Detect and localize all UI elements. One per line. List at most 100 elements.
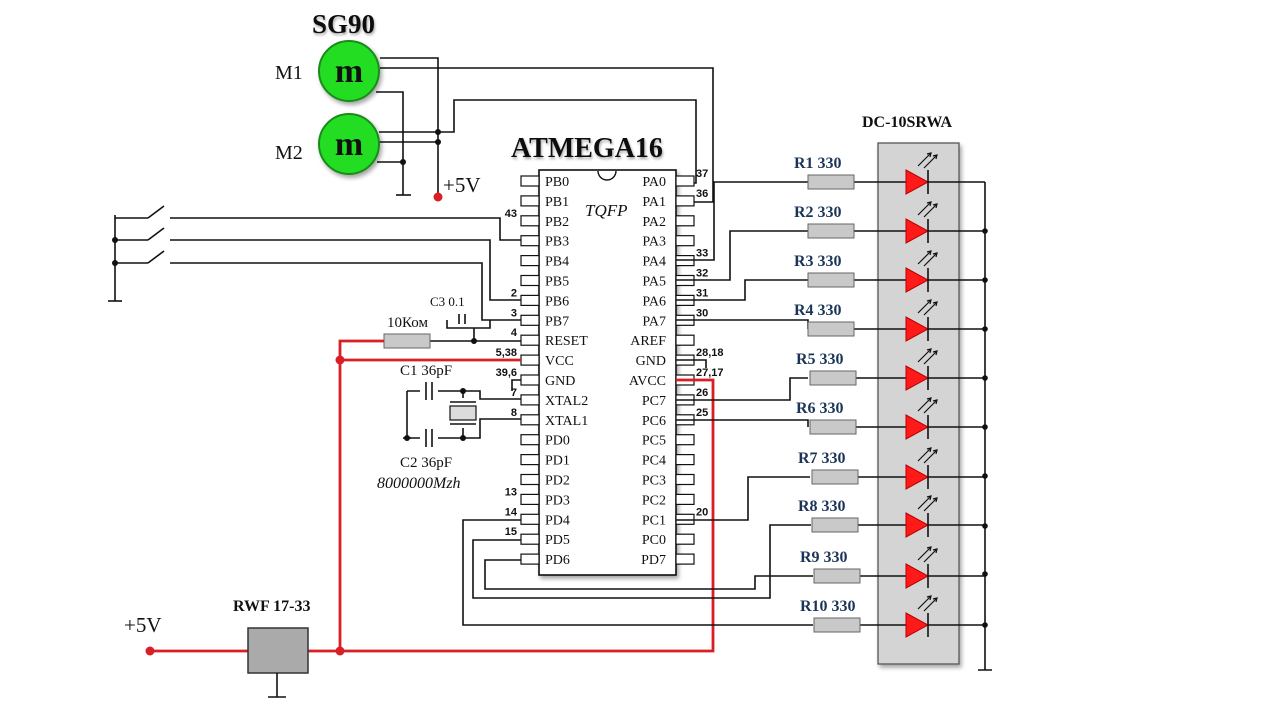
reset-resistor-label: 10Ком xyxy=(387,315,428,331)
led-diode-5 xyxy=(905,365,930,391)
right-pin-number: 26 xyxy=(696,387,708,399)
led-bar-label: DC-10SRWA xyxy=(862,114,953,131)
right-pin-label: PA6 xyxy=(642,294,666,309)
right-pin-label: PC3 xyxy=(642,474,666,489)
motor-m1-symbol: m xyxy=(335,53,363,90)
left-pin-12 xyxy=(520,414,540,426)
left-pin-label: PD6 xyxy=(545,553,570,568)
left-pin-number: 39,6 xyxy=(496,367,517,379)
left-pin-label: PD3 xyxy=(545,493,570,508)
right-pin-label: PC4 xyxy=(642,454,666,469)
right-pin-2 xyxy=(675,215,695,227)
mcu-body xyxy=(538,169,677,576)
left-pin-number: 15 xyxy=(505,526,517,538)
left-pin-10 xyxy=(520,374,540,386)
motor-model-label: SG90 xyxy=(312,9,375,39)
resistor-r9 xyxy=(813,568,861,584)
right-pin-label: PC7 xyxy=(642,394,666,409)
led-emission-arrows xyxy=(917,547,937,563)
resistor-label: R8 330 xyxy=(798,498,846,515)
left-pin-label: PD4 xyxy=(545,513,570,528)
led-signal-wires xyxy=(462,181,813,626)
led-diode-7 xyxy=(905,464,930,490)
mcu: ATMEGA16 TQFP PB0PB1PB243PB3PB4PB5PB62PB… xyxy=(496,133,724,576)
resistor-r4 xyxy=(807,321,855,337)
right-pin-number: 25 xyxy=(696,407,708,419)
motor-m2 xyxy=(318,113,380,175)
right-pin-number: 20 xyxy=(696,506,708,518)
led-arrowheads xyxy=(926,201,938,209)
right-pin-3 xyxy=(675,235,695,247)
left-pin-number: 2 xyxy=(511,287,517,299)
left-pin-1 xyxy=(520,195,540,207)
switch-group xyxy=(108,205,521,321)
right-pin-number: 28,18 xyxy=(696,347,724,359)
motor-supply-label: +5V xyxy=(443,173,481,197)
resistor-r1 xyxy=(807,174,855,190)
resistor-label: R2 330 xyxy=(794,204,842,221)
left-pin-7 xyxy=(520,314,540,326)
c1-label: C1 36pF xyxy=(400,363,452,379)
led-emission-arrows xyxy=(917,300,937,316)
left-pin-label: PB4 xyxy=(545,255,569,270)
right-pin-number: 32 xyxy=(696,268,708,280)
motor-m2-label: M2 xyxy=(275,142,303,164)
led-arrowheads xyxy=(926,447,938,455)
motor-group: SG90 +5V m M1 m M2 xyxy=(275,9,714,203)
left-pin-label: PB6 xyxy=(545,294,569,309)
resistor-label: R5 330 xyxy=(796,351,844,368)
right-pin-label: AREF xyxy=(630,334,666,349)
led-emission-arrows xyxy=(917,153,937,169)
left-pin-14 xyxy=(520,454,540,466)
led-arrowheads xyxy=(926,546,938,554)
ground-junction xyxy=(982,523,988,529)
right-pin-label: PA2 xyxy=(642,215,666,230)
resistor-label: R10 330 xyxy=(800,598,856,615)
mcu-left-pins: PB0PB1PB243PB3PB4PB5PB62PB73RESET4VCC5,3… xyxy=(496,175,589,568)
led-arrowheads xyxy=(926,250,938,258)
led-diode-3 xyxy=(905,267,930,293)
resistor-label: R3 330 xyxy=(794,253,842,270)
left-pin-label: PD0 xyxy=(545,434,570,449)
left-pin-label: PB3 xyxy=(545,235,569,250)
right-pin-0 xyxy=(675,175,695,187)
led-diode-9 xyxy=(905,563,930,589)
left-pin-label: PB7 xyxy=(545,314,569,329)
reset-section: 10Ком C3 0.1 C1 36pF C2 36pF 8000000Mzh xyxy=(377,294,521,492)
resistor-r8 xyxy=(811,517,859,533)
left-pin-number: 43 xyxy=(505,208,517,220)
left-pin-number: 13 xyxy=(505,486,517,498)
right-pin-label: PC1 xyxy=(642,513,666,528)
left-pin-number: 3 xyxy=(511,307,517,319)
c2-label: C2 36pF xyxy=(400,455,452,471)
input-supply-label: +5V xyxy=(124,613,162,637)
right-pin-13 xyxy=(675,434,695,446)
left-pin-label: PB2 xyxy=(545,215,569,230)
led-emission-arrows xyxy=(917,251,937,267)
right-pin-label: PC5 xyxy=(642,434,666,449)
motor-m2-symbol: m xyxy=(335,126,363,163)
resistor-r7 xyxy=(811,469,859,485)
right-pin-number: 37 xyxy=(696,168,708,180)
led-arrowheads xyxy=(926,348,938,356)
led-emission-arrows xyxy=(917,349,937,365)
mcu-name: ATMEGA16 xyxy=(511,133,663,164)
left-pin-label: PD5 xyxy=(545,533,570,548)
resistor-r5 xyxy=(809,370,857,386)
left-pin-18 xyxy=(520,533,540,545)
power-rails: +5V RWF 17-33 xyxy=(124,339,715,698)
right-pin-number: 30 xyxy=(696,307,708,319)
mcu-package: TQFP xyxy=(585,201,628,220)
left-pin-16 xyxy=(520,493,540,505)
right-pin-label: PA1 xyxy=(642,195,666,210)
reset-resistor xyxy=(383,333,431,349)
left-pin-number: 7 xyxy=(511,387,517,399)
led-diode-2 xyxy=(905,218,930,244)
left-pin-13 xyxy=(520,434,540,446)
left-pin-label: PB0 xyxy=(545,175,569,190)
right-pin-8 xyxy=(675,334,695,346)
right-pin-16 xyxy=(675,493,695,505)
